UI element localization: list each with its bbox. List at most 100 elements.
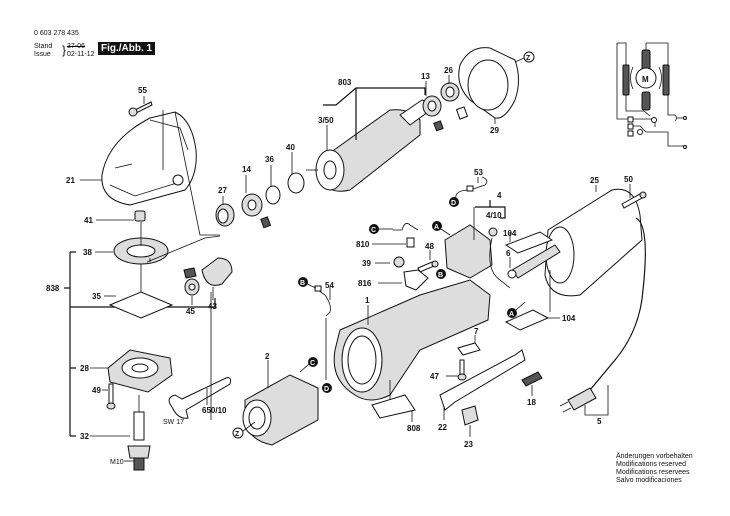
motor-symbol (635, 67, 657, 89)
label-39: 39 (362, 259, 371, 268)
part-43-pinion: 43 (146, 235, 233, 420)
label-29: 29 (490, 126, 499, 135)
part-26-bearing-sleeve: 26 (440, 66, 469, 120)
part-number: 0 603 278 435 (34, 30, 79, 37)
label-838: 838 (46, 284, 60, 293)
part-29-bearing-housing: 29 (458, 47, 519, 135)
label-35: 35 (92, 292, 101, 301)
label-26: 26 (444, 66, 453, 75)
connector-b-top: B (436, 269, 446, 279)
notice-line-es: Salvo modificaciones (616, 477, 682, 484)
connector-c-top: C (369, 224, 393, 234)
part-7-clip: 7 (457, 327, 481, 356)
part-28-bearing-flange: 28 (80, 349, 173, 393)
part-13-bearing: 13 (421, 72, 444, 132)
svg-text:C: C (371, 227, 376, 234)
part-32-spindle: 32 M10 (80, 395, 151, 471)
wiring-schematic: M (616, 42, 687, 149)
svg-text:A: A (434, 224, 439, 231)
notice-line-de: Änderungen vorbehalten (616, 453, 693, 460)
label-32: 32 (80, 432, 89, 441)
part-808-label: 808 (371, 380, 421, 433)
svg-text:Z: Z (526, 55, 531, 62)
notice-line-en: Modifications reserved (616, 461, 687, 468)
part-6-strain-relief: 6 (506, 244, 561, 279)
part-650-10-wrench: 650/10 SW 17 (163, 377, 231, 426)
part-23-switch-button: 23 (461, 405, 479, 449)
figure-label: Fig./Abb. 1 (98, 42, 156, 55)
label-4-10: 4/10 (486, 211, 502, 220)
part-1-motor-housing: 1 (333, 279, 491, 401)
stand-label: Stand (34, 43, 53, 50)
motor-label: M (642, 75, 649, 84)
part-53-cable: 53 (455, 168, 488, 206)
field-coil-left (622, 64, 630, 96)
part-40-retaining-ring: 40 (286, 143, 305, 194)
label-5: 5 (597, 417, 602, 426)
label-810: 810 (356, 240, 370, 249)
label-53: 53 (474, 168, 483, 177)
part-27-bearing: 27 (215, 186, 235, 227)
part-5-power-cord: 5 (559, 217, 646, 426)
label-650-10: 650/10 (202, 406, 227, 415)
connector-z-stator: Z (232, 421, 256, 439)
label-28: 28 (80, 364, 89, 373)
label-49: 49 (92, 386, 101, 395)
svg-text:B: B (438, 272, 443, 279)
label-808: 808 (407, 424, 421, 433)
notice: Änderungen vorbehalten Modifications res… (616, 453, 693, 485)
svg-text:B: B (300, 280, 305, 287)
label-104-bottom: 104 (562, 314, 576, 323)
part-22-switch-slide: 22 (438, 349, 526, 432)
brush-top (641, 49, 651, 71)
svg-text:Z: Z (235, 431, 240, 438)
label-23: 23 (464, 440, 473, 449)
label-25: 25 (590, 176, 599, 185)
part-50-screw: 50 (621, 175, 647, 209)
label-22: 22 (438, 423, 447, 432)
part-104-label-top: 104 (503, 229, 554, 254)
part-47-screw: 47 (430, 359, 467, 381)
label-50: 50 (624, 175, 633, 184)
label-38: 38 (83, 248, 92, 257)
label-45: 45 (186, 307, 195, 316)
label-m10: M10 (110, 459, 124, 466)
label-55: 55 (138, 86, 147, 95)
connector-d-stator: D (322, 383, 332, 393)
connector-a-top: A (432, 221, 451, 236)
issue-label: Issue (34, 51, 51, 58)
label-803: 803 (338, 78, 352, 87)
part-48-screw: 48 (417, 242, 439, 273)
part-36-o-ring: 36 (265, 155, 281, 205)
connector-z-housing: Z (514, 51, 535, 63)
part-21-gear-housing: 21 (66, 110, 220, 236)
svg-text:D: D (451, 200, 456, 207)
connector-d-top: D (449, 197, 459, 207)
part-35-gasket: 35 (92, 291, 174, 319)
label-1: 1 (365, 296, 370, 305)
label-3-50: 3/50 (318, 116, 334, 125)
part-49-screw: 49 (92, 383, 116, 410)
part-41-needle-bearing: 41 (84, 210, 146, 225)
label-104-top: 104 (503, 229, 517, 238)
part-45-nut: 45 (183, 267, 200, 316)
label-41: 41 (84, 216, 93, 225)
field-coil-right (662, 64, 670, 96)
part-14-ball-bearing: 14 (241, 165, 272, 229)
brush-bottom (641, 91, 651, 111)
part-816-plate: 816 (358, 269, 429, 291)
part-803-armature: 803 3/50 (306, 78, 429, 192)
part-810-carbon-brush: 810 (356, 222, 419, 249)
connector-b-left: B (298, 277, 317, 289)
label-13: 13 (421, 72, 430, 81)
label-7: 7 (474, 327, 479, 336)
label-14: 14 (242, 165, 251, 174)
label-18: 18 (527, 398, 536, 407)
label-43: 43 (208, 302, 217, 311)
label-40: 40 (286, 143, 295, 152)
label-sw17: SW 17 (163, 419, 184, 426)
part-104-label-bottom: 104 (504, 270, 576, 331)
label-2: 2 (265, 352, 270, 361)
brace: } (62, 43, 67, 57)
